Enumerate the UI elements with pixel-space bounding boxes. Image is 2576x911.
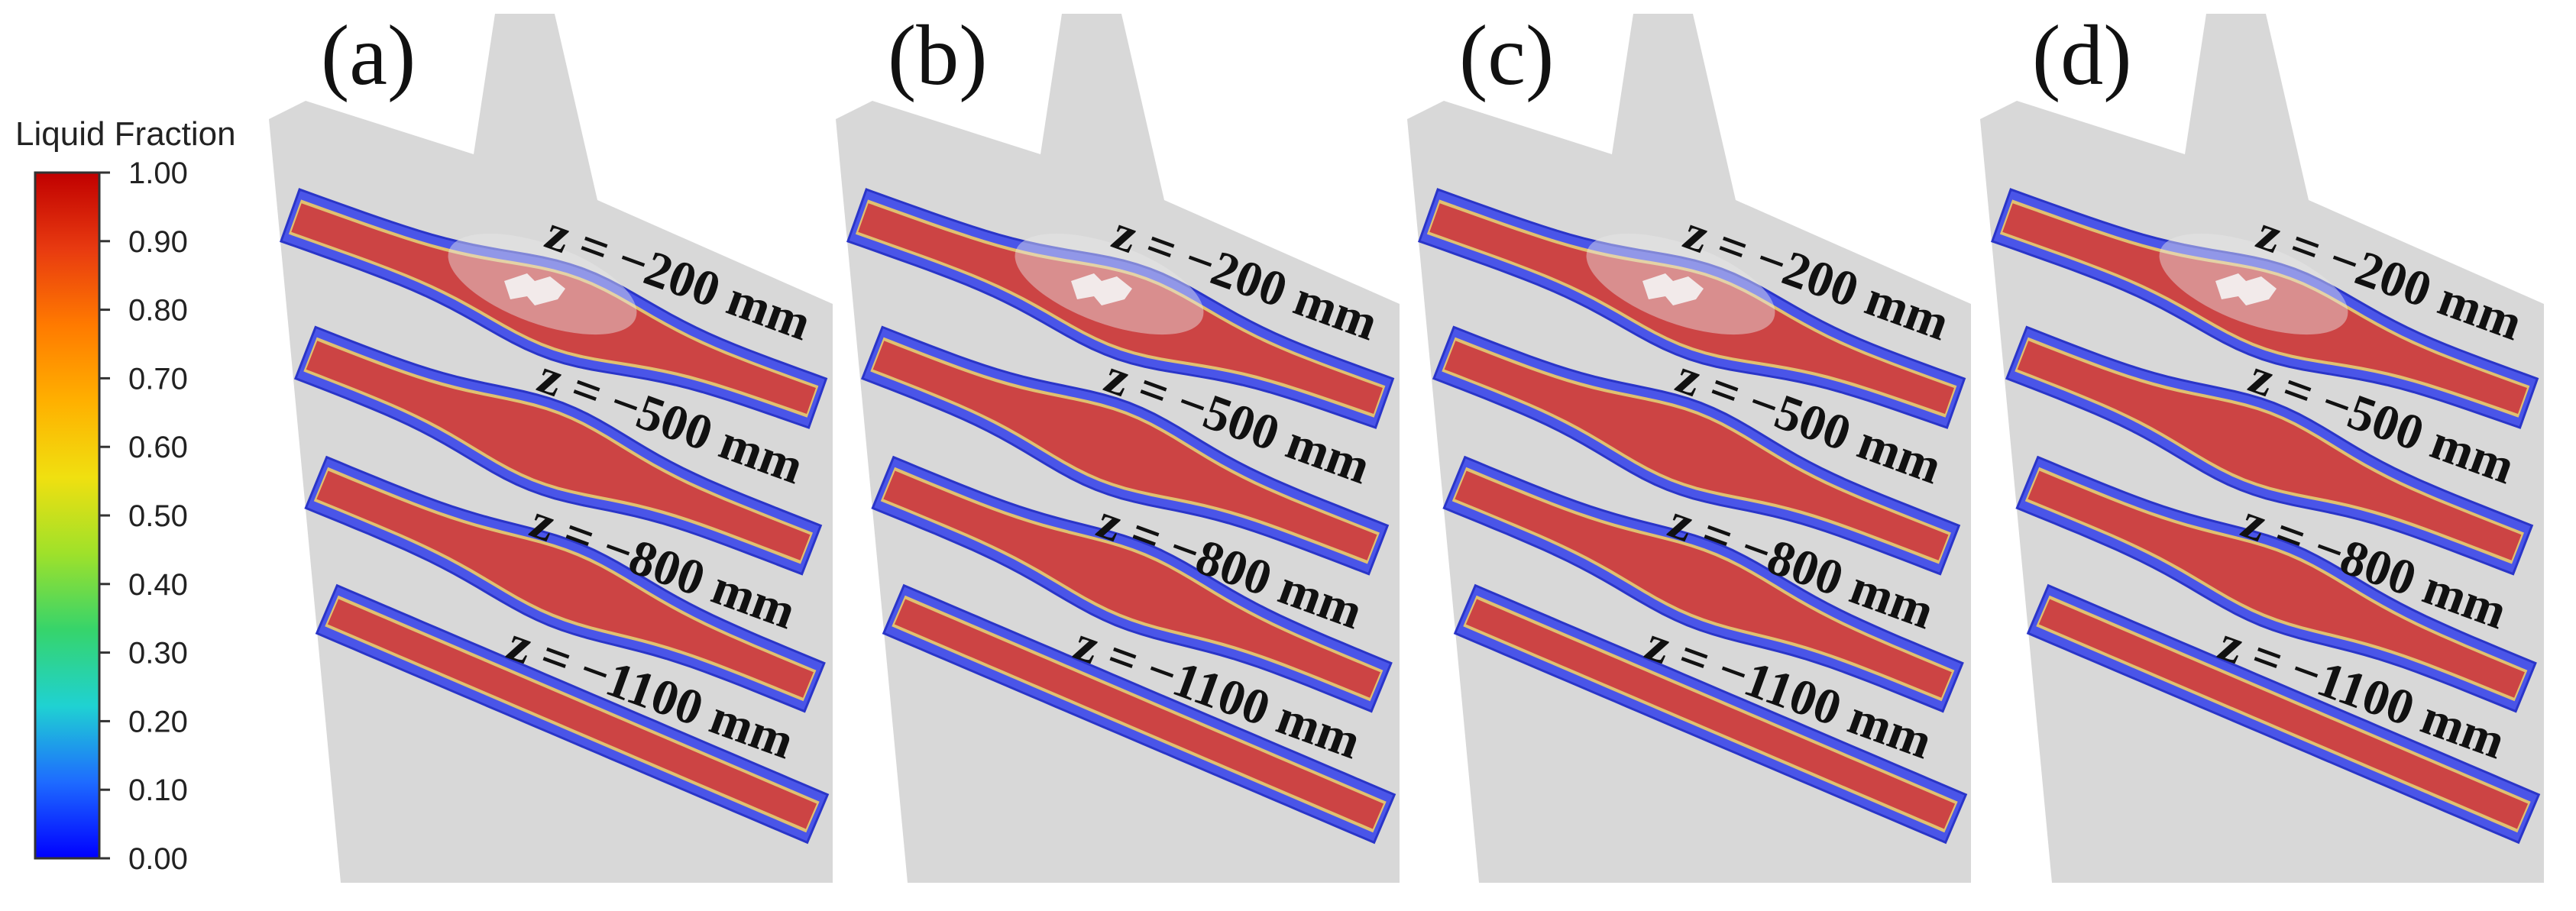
panel-a: (a)z = −200 mmz = −500 mmz = −800 mmz = … xyxy=(269,8,833,883)
slice-liquid-core xyxy=(1465,599,1956,829)
slice-liquid-core xyxy=(1455,470,1952,698)
panel-label: (b) xyxy=(888,8,988,103)
slice-liquid-core xyxy=(2027,470,2525,698)
nozzle-port xyxy=(2215,273,2277,305)
nozzle-port xyxy=(504,273,565,305)
slice-liquid-core xyxy=(306,341,811,560)
colorbar-gradient xyxy=(34,171,101,860)
colorbar-ticks: 1.00 0.90 0.80 0.70 0.60 0.50 0.40 0.30 0.20 0.10… xyxy=(99,157,188,876)
colorbar-tick-label: 0.10 xyxy=(128,774,188,807)
slice-3 xyxy=(304,455,826,713)
slice-3 xyxy=(871,455,1393,713)
colorbar-tick-label: 1.00 xyxy=(128,157,188,190)
colorbar-tick-label: 0.40 xyxy=(128,568,188,602)
slice-liquid-core xyxy=(1429,203,1954,414)
panel-d: (d)z = −200 mmz = −500 mmz = −800 mmz = … xyxy=(1980,8,2544,883)
slice-liquid-core xyxy=(2002,203,2527,414)
slice-1 xyxy=(1990,188,2539,429)
slice-1 xyxy=(1417,188,1966,429)
slice-liquid-core xyxy=(2038,599,2529,829)
colorbar-tick-label: 0.00 xyxy=(128,842,188,876)
slice-liquid-core xyxy=(327,599,817,829)
colorbar-tick-label: 0.60 xyxy=(128,431,188,464)
slice-1 xyxy=(279,188,828,429)
slice-1 xyxy=(846,188,1395,429)
panel-label: (c) xyxy=(1459,8,1554,103)
slice-liquid-core xyxy=(2017,341,2522,560)
panels: (a)z = −200 mmz = −500 mmz = −800 mmz = … xyxy=(269,8,2544,883)
slice-liquid-core xyxy=(883,470,1380,698)
colorbar: Liquid Fraction 1.00 0.90 0.80 0.70 0.60 0.50… xyxy=(15,115,236,876)
slice-3 xyxy=(2015,455,2537,713)
slice-2 xyxy=(2005,325,2534,576)
slice-liquid-core xyxy=(872,341,1377,560)
slice-liquid-core xyxy=(858,203,1383,414)
slice-3 xyxy=(1442,455,1964,713)
slice-4 xyxy=(2026,583,2541,845)
nozzle-port xyxy=(1642,273,1704,305)
slice-liquid-core xyxy=(894,599,1384,829)
colorbar-tick-label: 0.20 xyxy=(128,705,188,738)
colorbar-tick-label: 0.30 xyxy=(128,637,188,670)
slice-2 xyxy=(293,325,823,576)
colorbar-tick-label: 0.90 xyxy=(128,225,188,259)
colorbar-title: Liquid Fraction xyxy=(15,115,236,153)
panel-b: (b)z = −200 mmz = −500 mmz = −800 mmz = … xyxy=(836,8,1400,883)
nozzle-port xyxy=(1071,273,1132,305)
colorbar-tick-label: 0.70 xyxy=(128,362,188,396)
colorbar-tick-label: 0.80 xyxy=(128,294,188,328)
slice-liquid-core xyxy=(316,470,814,698)
slice-4 xyxy=(882,583,1396,845)
panel-label: (a) xyxy=(321,8,416,103)
slice-2 xyxy=(860,325,1390,576)
slice-4 xyxy=(1453,583,1968,845)
panel-c: (c)z = −200 mmz = −500 mmz = −800 mmz = … xyxy=(1407,8,1971,883)
slice-2 xyxy=(1432,325,1961,576)
slice-liquid-core xyxy=(291,203,816,414)
panel-label: (d) xyxy=(2032,8,2132,103)
slice-liquid-core xyxy=(1444,341,1949,560)
slice-4 xyxy=(315,583,830,845)
colorbar-tick-label: 0.50 xyxy=(128,499,188,533)
